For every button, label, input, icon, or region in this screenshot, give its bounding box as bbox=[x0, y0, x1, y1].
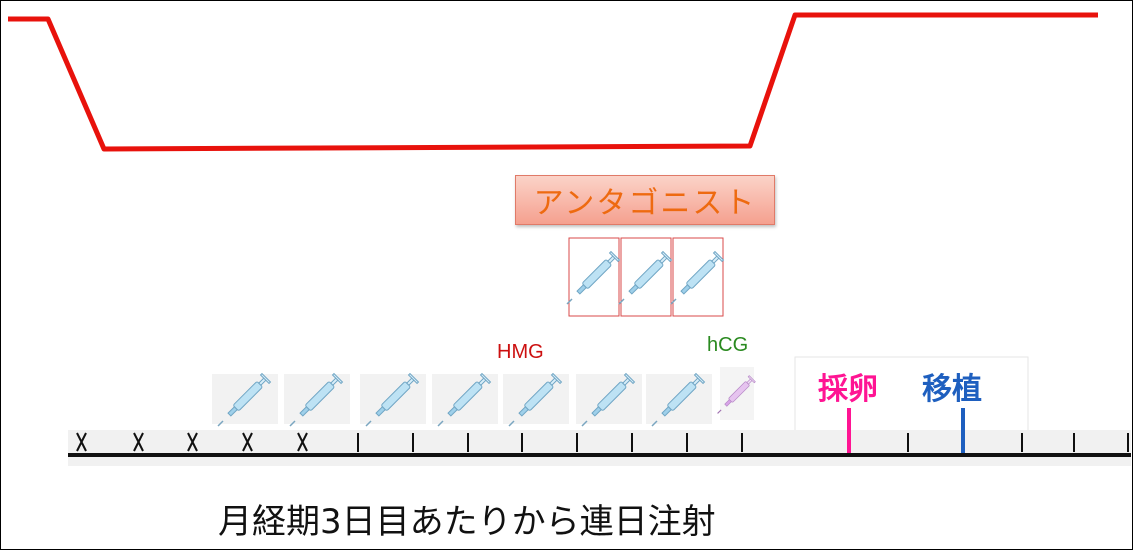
hcg-label: hCG bbox=[707, 334, 749, 356]
antagonist-syringes bbox=[566, 237, 725, 317]
antagonist-label: アンタゴニスト bbox=[533, 186, 757, 221]
hmg-syringes bbox=[212, 372, 712, 427]
hormone-level-line bbox=[8, 12, 1098, 152]
hmg-label: HMG bbox=[497, 341, 544, 363]
timeline-band bbox=[68, 430, 1131, 466]
day-ticks bbox=[357, 433, 1129, 452]
retrieval-label: 採卵 bbox=[818, 372, 878, 407]
hcg-syringe bbox=[717, 367, 756, 420]
caption: 月経期3日目あたりから連日注射 bbox=[218, 502, 716, 542]
antagonist-box: アンタゴニスト bbox=[515, 175, 775, 225]
crossed-day-marks bbox=[76, 432, 308, 452]
transfer-label: 移植 bbox=[922, 372, 982, 407]
